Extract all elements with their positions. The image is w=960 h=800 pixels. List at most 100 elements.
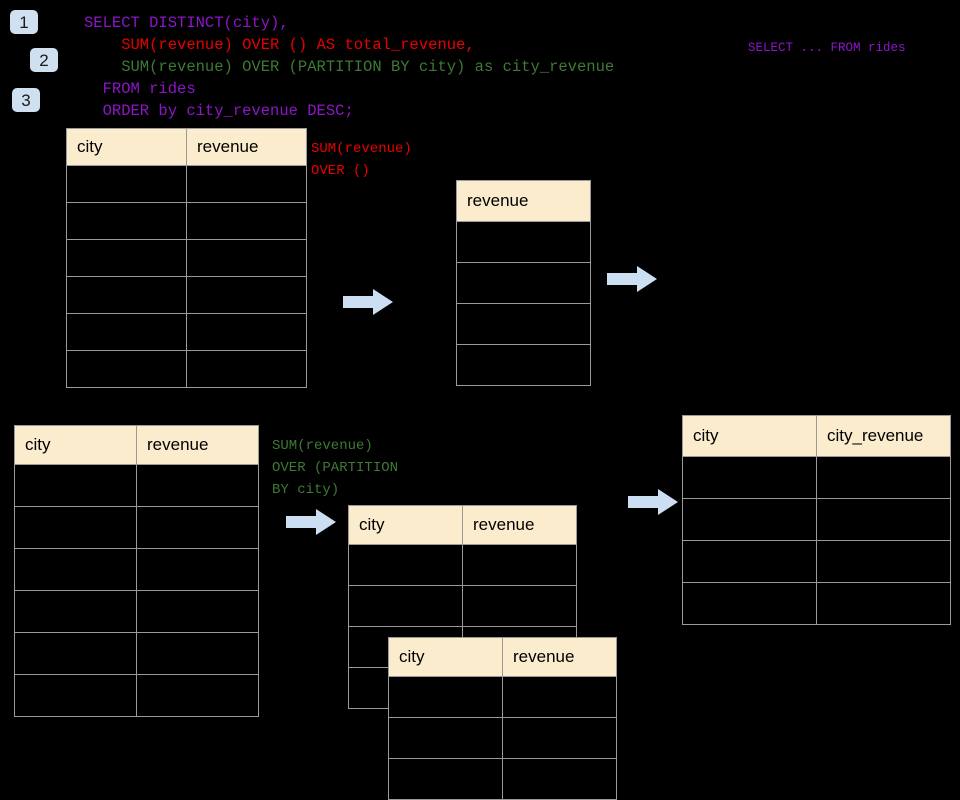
sql-line-3: SUM(revenue) OVER (PARTITION BY city) as… bbox=[84, 58, 615, 76]
table-cell-revenue bbox=[136, 548, 259, 591]
table-row bbox=[14, 548, 259, 591]
table-row bbox=[14, 632, 259, 675]
table-cell-city bbox=[388, 717, 503, 759]
table-row bbox=[682, 540, 951, 583]
table-row bbox=[66, 350, 307, 388]
table-cell-city bbox=[388, 676, 503, 718]
table-row bbox=[682, 498, 951, 541]
table-cell-revenue bbox=[186, 313, 307, 351]
arrow-top-left-icon bbox=[343, 287, 393, 317]
table-cell-city bbox=[66, 165, 187, 203]
table-cell-revenue bbox=[136, 464, 259, 507]
table-row bbox=[388, 717, 617, 759]
table-row bbox=[456, 262, 591, 304]
table-cell-city bbox=[682, 540, 817, 583]
column-header-revenue: revenue bbox=[462, 505, 577, 545]
sql-query-block: SELECT DISTINCT(city), SUM(revenue) OVER… bbox=[84, 12, 614, 122]
step-badge-1: 1 bbox=[10, 10, 38, 34]
table-cell-city bbox=[682, 498, 817, 541]
table-cell-revenue bbox=[502, 676, 617, 718]
table-cell-revenue bbox=[136, 632, 259, 675]
table-cell-revenue bbox=[456, 303, 591, 345]
table-cell-city_revenue bbox=[816, 540, 951, 583]
table-cell-city bbox=[14, 548, 137, 591]
table-cell-revenue bbox=[456, 221, 591, 263]
table-cell-revenue bbox=[136, 674, 259, 717]
table-cell-city bbox=[66, 276, 187, 314]
table-cell-city bbox=[14, 674, 137, 717]
column-header-city: city bbox=[348, 505, 463, 545]
table-cell-city_revenue bbox=[816, 582, 951, 625]
annotation-sum-over-empty: SUM(revenue) OVER () bbox=[311, 141, 412, 179]
table-row bbox=[348, 544, 577, 586]
table-row bbox=[388, 758, 617, 800]
table-row bbox=[14, 464, 259, 507]
column-header-city: city bbox=[682, 415, 817, 457]
table-cell-revenue bbox=[462, 544, 577, 586]
table-row bbox=[14, 590, 259, 633]
table-row bbox=[682, 582, 951, 625]
table-cell-city bbox=[14, 632, 137, 675]
table-cell-city bbox=[66, 350, 187, 388]
annotation-sum-over-partition: SUM(revenue) OVER (PARTITION BY city) bbox=[272, 438, 399, 498]
table-cell-city bbox=[14, 590, 137, 633]
sql-line-5: ORDER by city_revenue DESC; bbox=[84, 102, 354, 120]
table-cell-revenue bbox=[186, 276, 307, 314]
arrow-bottom-right-icon bbox=[628, 487, 678, 517]
table-cell-revenue bbox=[136, 590, 259, 633]
table-row bbox=[66, 202, 307, 240]
table-cell-revenue bbox=[456, 344, 591, 386]
sql-line-1: SELECT DISTINCT(city), bbox=[84, 14, 289, 32]
table-total-revenue-table: revenue bbox=[456, 180, 591, 386]
column-header-city: city bbox=[388, 637, 503, 677]
table-row bbox=[456, 303, 591, 345]
table-cell-revenue bbox=[186, 350, 307, 388]
arrow-bottom-left-icon bbox=[286, 507, 336, 537]
table-cell-revenue bbox=[462, 585, 577, 627]
sql-line-2: SUM(revenue) OVER () AS total_revenue, bbox=[84, 36, 475, 54]
column-header-city_revenue: city_revenue bbox=[816, 415, 951, 457]
table-cell-city bbox=[66, 202, 187, 240]
table-cell-city_revenue bbox=[816, 456, 951, 499]
table-cell-city bbox=[14, 464, 137, 507]
table-cell-city bbox=[388, 758, 503, 800]
table-row bbox=[348, 585, 577, 627]
table-cell-revenue bbox=[186, 202, 307, 240]
column-header-revenue: revenue bbox=[186, 128, 307, 166]
table-cell-city bbox=[66, 313, 187, 351]
table-row bbox=[66, 276, 307, 314]
column-header-revenue: revenue bbox=[502, 637, 617, 677]
table-cell-revenue bbox=[186, 165, 307, 203]
table-cell-revenue bbox=[502, 717, 617, 759]
table-row bbox=[456, 221, 591, 263]
table-cell-revenue bbox=[186, 239, 307, 277]
arrow-top-right-icon bbox=[607, 264, 657, 294]
table-cell-city bbox=[682, 582, 817, 625]
table-row bbox=[66, 239, 307, 277]
table-row bbox=[14, 674, 259, 717]
table-cell-city bbox=[348, 585, 463, 627]
table-cell-city bbox=[348, 544, 463, 586]
table-cell-revenue bbox=[136, 506, 259, 549]
column-header-revenue: revenue bbox=[136, 425, 259, 465]
table-row bbox=[456, 344, 591, 386]
table-cell-city_revenue bbox=[816, 498, 951, 541]
table-header-row: revenue bbox=[456, 180, 591, 222]
table-cell-city bbox=[14, 506, 137, 549]
table-row bbox=[66, 165, 307, 203]
step-badge-3: 3 bbox=[12, 88, 40, 112]
side-note-select-from-rides: SELECT ... FROM rides bbox=[748, 41, 906, 55]
column-header-revenue: revenue bbox=[456, 180, 591, 222]
table-row bbox=[682, 456, 951, 499]
table-row bbox=[14, 506, 259, 549]
table-cell-revenue bbox=[502, 758, 617, 800]
sql-line-4: FROM rides bbox=[84, 80, 196, 98]
table-cell-revenue bbox=[456, 262, 591, 304]
